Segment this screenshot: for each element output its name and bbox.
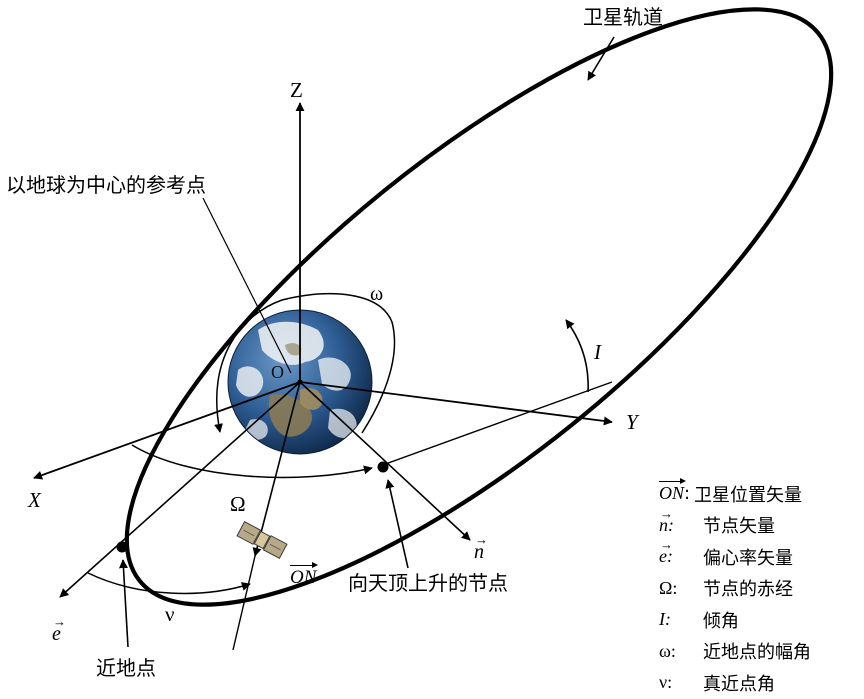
- legend-item: →n:节点矢量: [659, 505, 775, 538]
- z-axis-label: Z: [290, 78, 303, 102]
- satellite-orbit: [124, 7, 834, 607]
- omega-label: ω: [370, 283, 384, 305]
- origin-label: O: [271, 362, 284, 382]
- inclination-label: I: [594, 340, 601, 364]
- raan-arc: [131, 444, 373, 479]
- n-vector-label: →n: [474, 532, 488, 563]
- on-vector-label: ON: [290, 565, 317, 588]
- orbit-leader: [587, 36, 615, 81]
- legend-item: ν:真近点角: [659, 672, 775, 695]
- position-vector-on: [252, 381, 301, 557]
- satellite-icon: [236, 520, 288, 560]
- line-of-nodes: [379, 381, 613, 467]
- nu-label: ν: [165, 602, 175, 626]
- orbit-label: 卫星轨道: [583, 5, 663, 29]
- node-vector-n: [299, 381, 471, 541]
- ascending-node-leader: [385, 479, 409, 569]
- raan-label: Ω: [230, 492, 246, 516]
- ascending-node-point: [377, 461, 389, 473]
- legend-item: ω:近地点的幅角: [659, 640, 811, 664]
- argument-of-perigee-arc-left: [214, 299, 283, 433]
- legend-item: →e:偏心率矢量: [659, 537, 793, 569]
- legend-item: I:倾角: [659, 609, 739, 632]
- true-anomaly-arc: [87, 572, 251, 595]
- y-axis-label: Y: [626, 410, 638, 434]
- eccentricity-vector-e: [59, 381, 301, 598]
- x-axis: [33, 381, 301, 480]
- reference-point-leader: [202, 197, 292, 374]
- inclination-arc: [565, 319, 589, 393]
- legend: ON:卫星位置矢量 →n:节点矢量 →e:偏心率矢量 Ω:节点的赤经 I:倾角 …: [659, 478, 811, 699]
- legend-item: Ω:节点的赤经: [659, 577, 793, 601]
- perigee-label: 近地点: [96, 656, 156, 680]
- perigee-point: [116, 541, 128, 553]
- position-vector-extension: [232, 555, 256, 651]
- e-vector-label: →e: [52, 614, 66, 645]
- perigee-leader: [118, 559, 129, 648]
- x-axis-label: X: [28, 488, 41, 512]
- argument-of-perigee-arc: [281, 292, 396, 434]
- ascending-node-label: 向天顶上升的节点: [348, 571, 508, 595]
- origin-point: [297, 379, 303, 385]
- legend-item: ON:卫星位置矢量: [659, 481, 803, 506]
- reference-point-label: 以地球为中心的参考点: [6, 173, 206, 197]
- y-axis: [299, 381, 613, 426]
